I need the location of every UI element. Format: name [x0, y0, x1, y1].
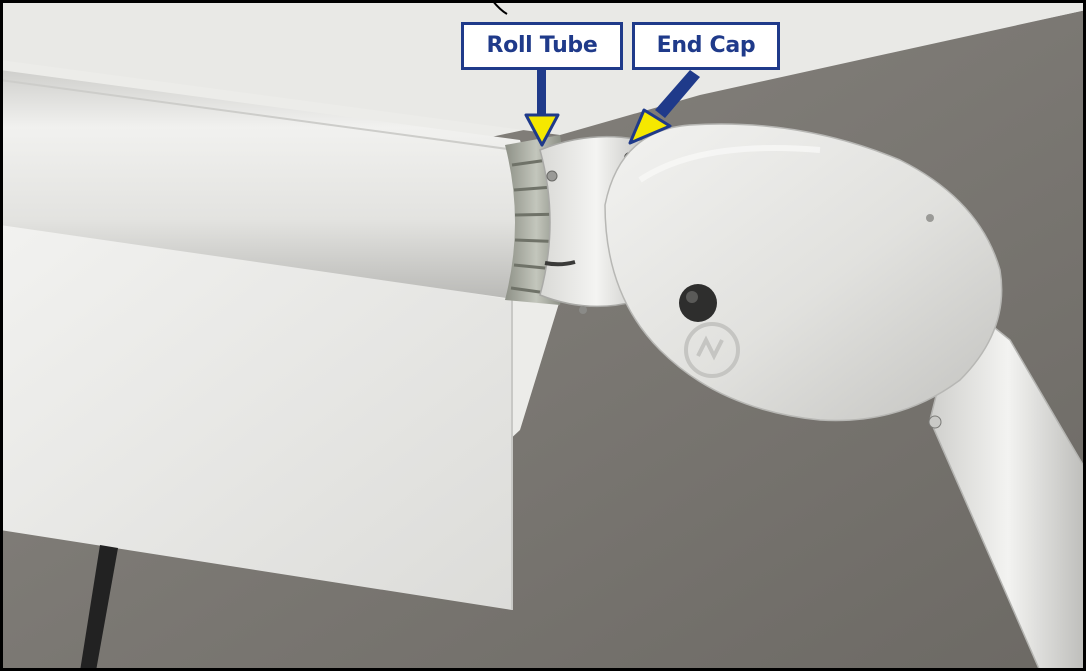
roll-tube	[0, 70, 533, 300]
brand-logo-icon	[684, 322, 740, 378]
end-cap-button-shine	[686, 291, 698, 303]
support-arm-screw	[928, 415, 942, 429]
end-cap-screw	[546, 170, 558, 182]
end-cap-button	[679, 284, 717, 322]
pull-strap	[80, 545, 118, 671]
end-cap-lower-screw	[579, 306, 587, 314]
end-cap-callout: End Cap	[632, 22, 780, 70]
roll-tube-seam	[0, 79, 516, 151]
end-cap-slot	[544, 260, 576, 267]
roll-tube-callout: Roll Tube	[461, 22, 623, 70]
awning-fabric	[0, 215, 512, 610]
end-cap-highlight	[638, 145, 821, 183]
end-cap-arrow	[628, 70, 700, 145]
roll-tube-label: Roll Tube	[486, 33, 598, 58]
end-cap-label: End Cap	[656, 33, 756, 58]
roll-tube-arrow	[524, 70, 560, 147]
end-cap-side-screw	[926, 214, 934, 222]
